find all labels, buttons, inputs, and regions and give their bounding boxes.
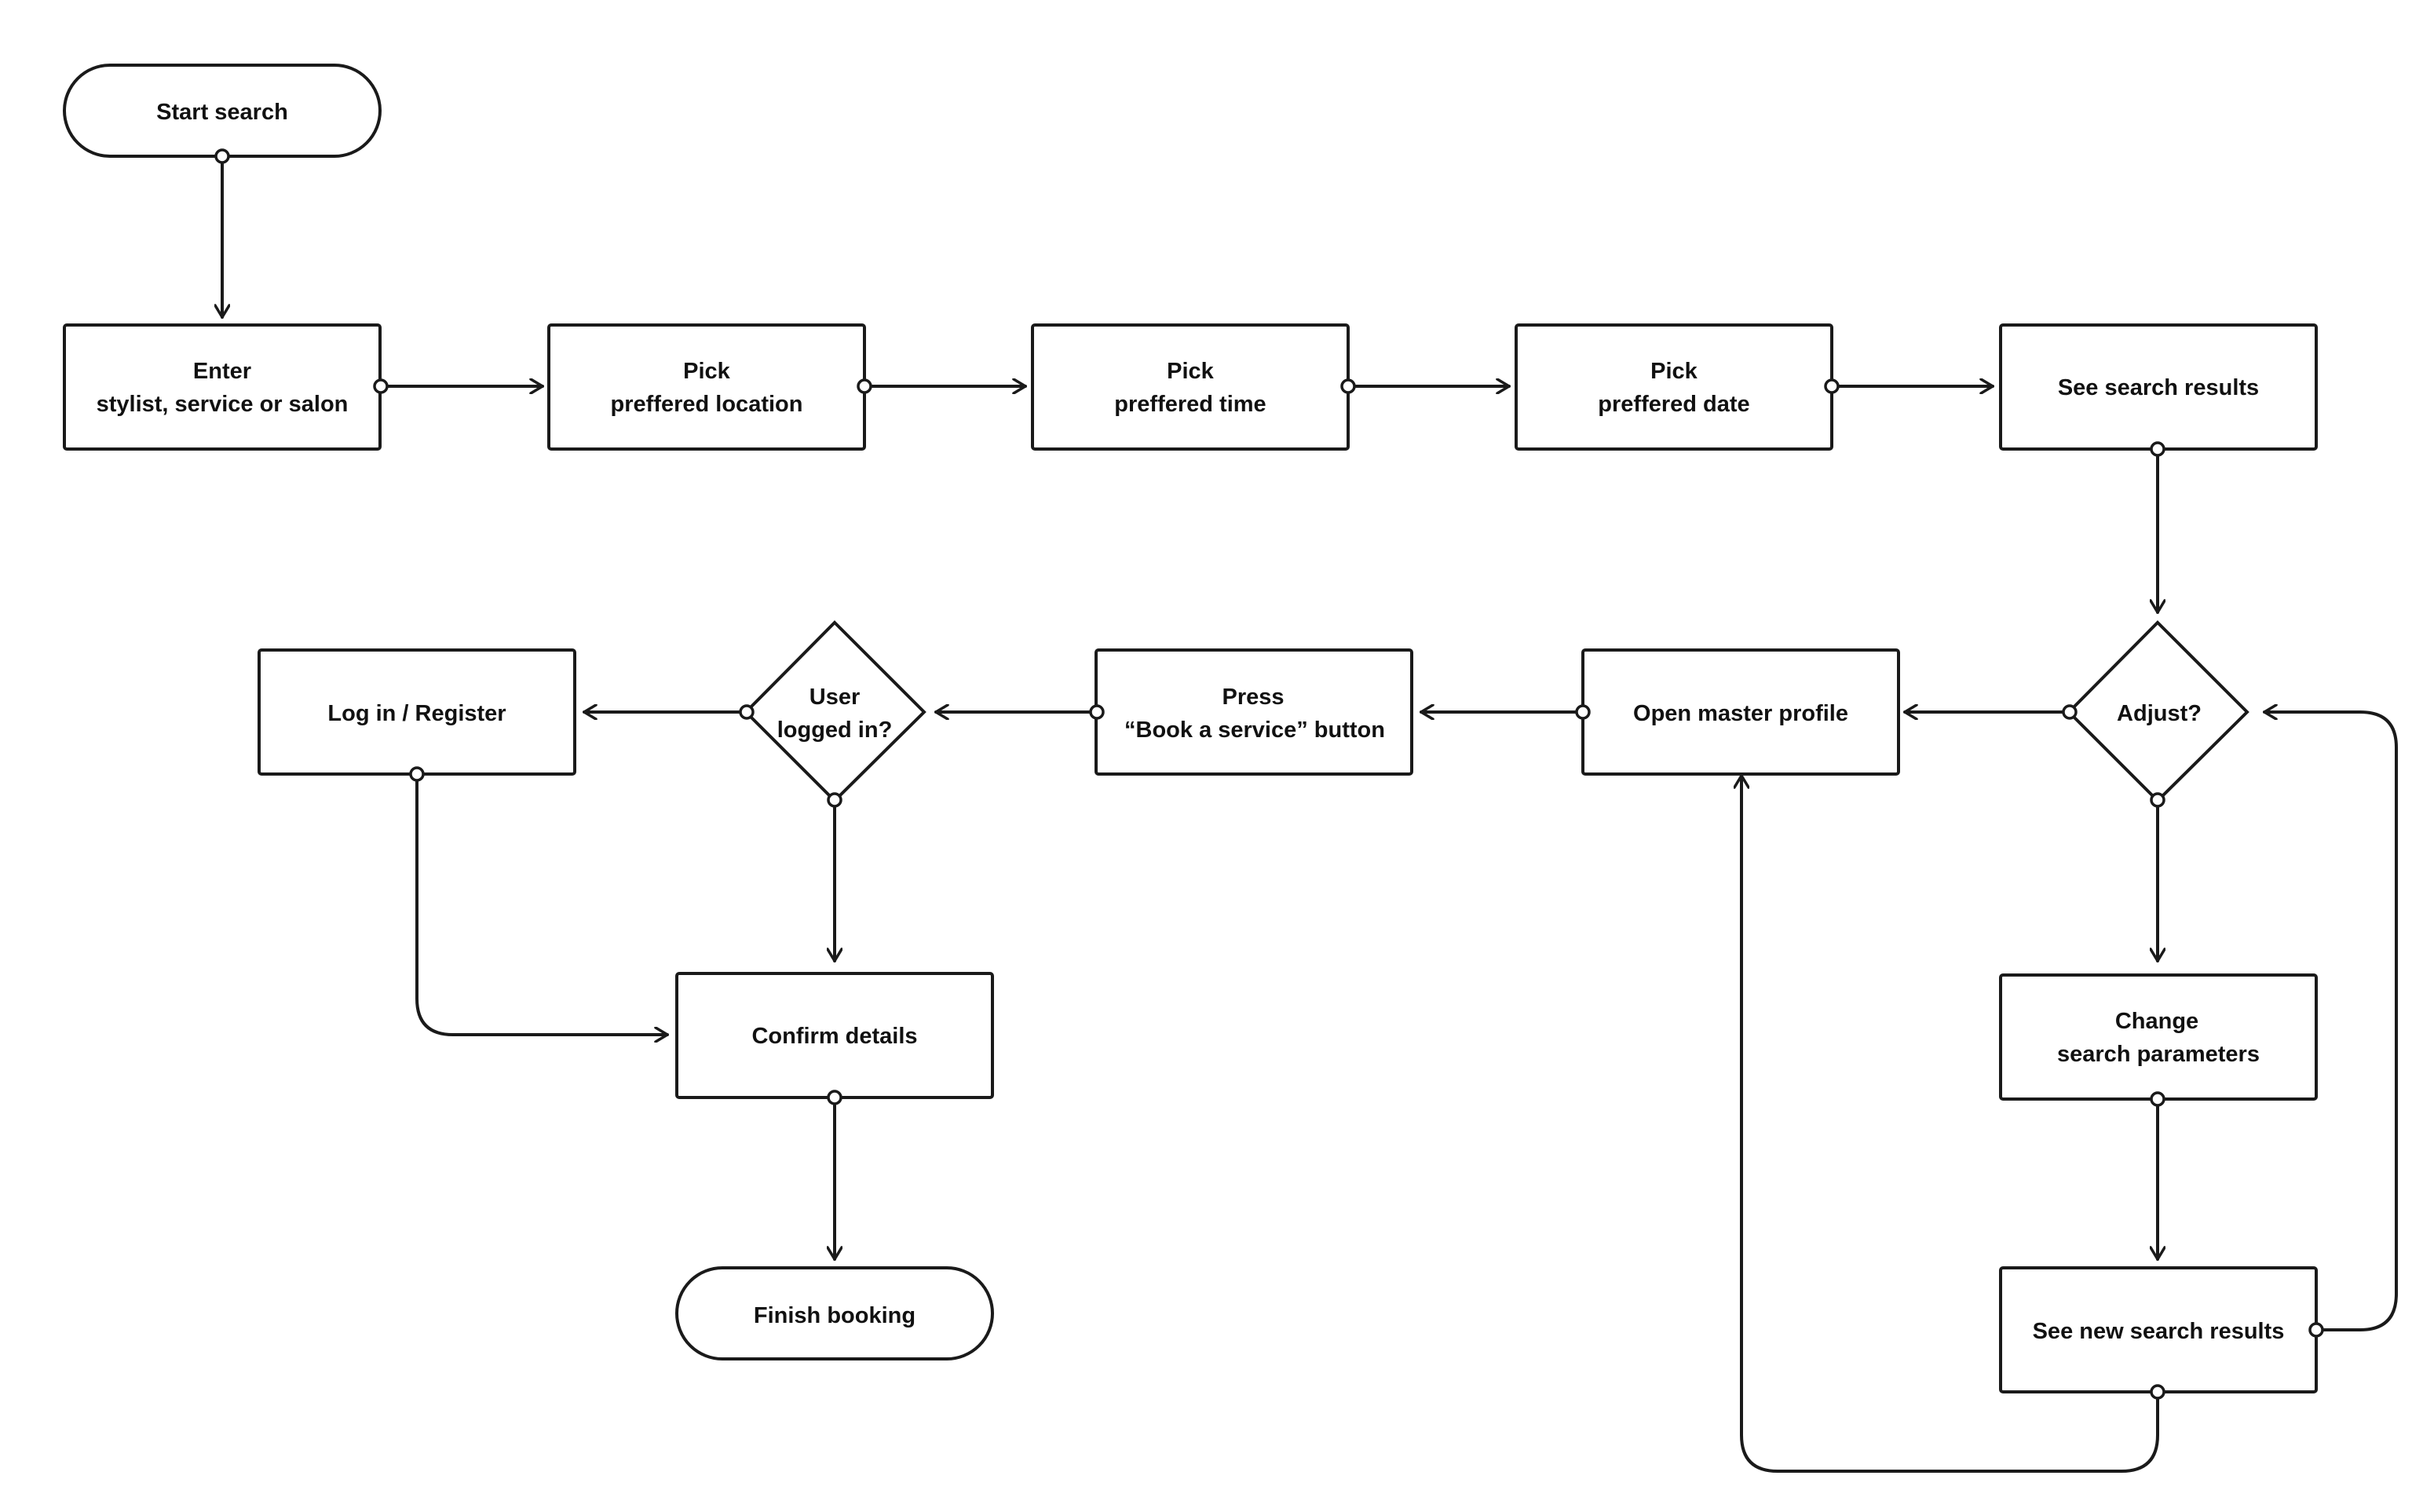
label-see-search-results: See search results xyxy=(2058,375,2259,400)
label-confirm-details: Confirm details xyxy=(751,1024,917,1049)
port-layer xyxy=(214,148,2324,1400)
port-date-right xyxy=(1824,378,1840,394)
label-location-line1: Pick xyxy=(683,359,731,384)
port-change-bottom xyxy=(2150,1091,2165,1107)
port-logged-bottom xyxy=(827,792,842,808)
label-enter-line2: stylist, service or salon xyxy=(97,392,349,417)
label-adjust: Adjust? xyxy=(2117,701,2202,726)
port-adjust-bottom xyxy=(2150,792,2165,808)
port-logged-left xyxy=(739,704,755,720)
port-newresults-bottom xyxy=(2150,1384,2165,1400)
port-profile-left xyxy=(1575,704,1591,720)
label-finish-booking: Finish booking xyxy=(754,1303,915,1328)
port-press-left xyxy=(1089,704,1105,720)
port-results-bottom xyxy=(2150,441,2165,457)
process-change-search-parameters xyxy=(1999,973,2318,1101)
label-enter-line1: Enter xyxy=(193,359,251,384)
label-press-line2: “Book a service” button xyxy=(1124,718,1385,743)
label-layer: Start search Enter stylist, service or s… xyxy=(97,100,2285,1344)
label-open-master-profile: Open master profile xyxy=(1633,701,1848,726)
label-change-line1: Change xyxy=(2115,1009,2198,1034)
label-date-line1: Pick xyxy=(1650,359,1698,384)
port-time-right xyxy=(1340,378,1356,394)
port-newresults-right xyxy=(2308,1322,2324,1338)
label-change-line2: search parameters xyxy=(2057,1042,2260,1067)
process-pick-location xyxy=(547,323,866,451)
process-pick-time xyxy=(1031,323,1350,451)
port-location-right xyxy=(857,378,872,394)
label-date-line2: preffered date xyxy=(1598,392,1749,417)
node-layer xyxy=(63,64,2318,1393)
decision-user-logged-in xyxy=(744,620,926,803)
port-start-bottom xyxy=(214,148,230,164)
edge-newresults-to-profile xyxy=(1741,774,2159,1473)
port-enter-right xyxy=(373,378,389,394)
label-log-in-register: Log in / Register xyxy=(327,701,506,726)
edge-login-to-confirm xyxy=(415,772,669,1035)
connector-layer xyxy=(222,154,2398,1473)
label-logged-line2: logged in? xyxy=(777,718,893,743)
label-logged-line1: User xyxy=(809,685,861,710)
edge-newresults-to-adjust xyxy=(2263,712,2398,1331)
label-time-line1: Pick xyxy=(1167,359,1215,384)
process-press-book-button xyxy=(1095,648,1413,776)
label-location-line2: preffered location xyxy=(611,392,803,417)
process-enter-query xyxy=(63,323,382,451)
port-confirm-bottom xyxy=(827,1090,842,1105)
label-see-new-search-results: See new search results xyxy=(2033,1319,2285,1344)
port-login-bottom xyxy=(409,766,425,782)
label-start-search: Start search xyxy=(156,100,288,125)
terminal-finish-booking xyxy=(675,1266,994,1360)
label-press-line1: Press xyxy=(1222,685,1284,710)
label-time-line2: preffered time xyxy=(1114,392,1266,417)
port-adjust-left xyxy=(2062,704,2078,720)
process-pick-date xyxy=(1515,323,1833,451)
